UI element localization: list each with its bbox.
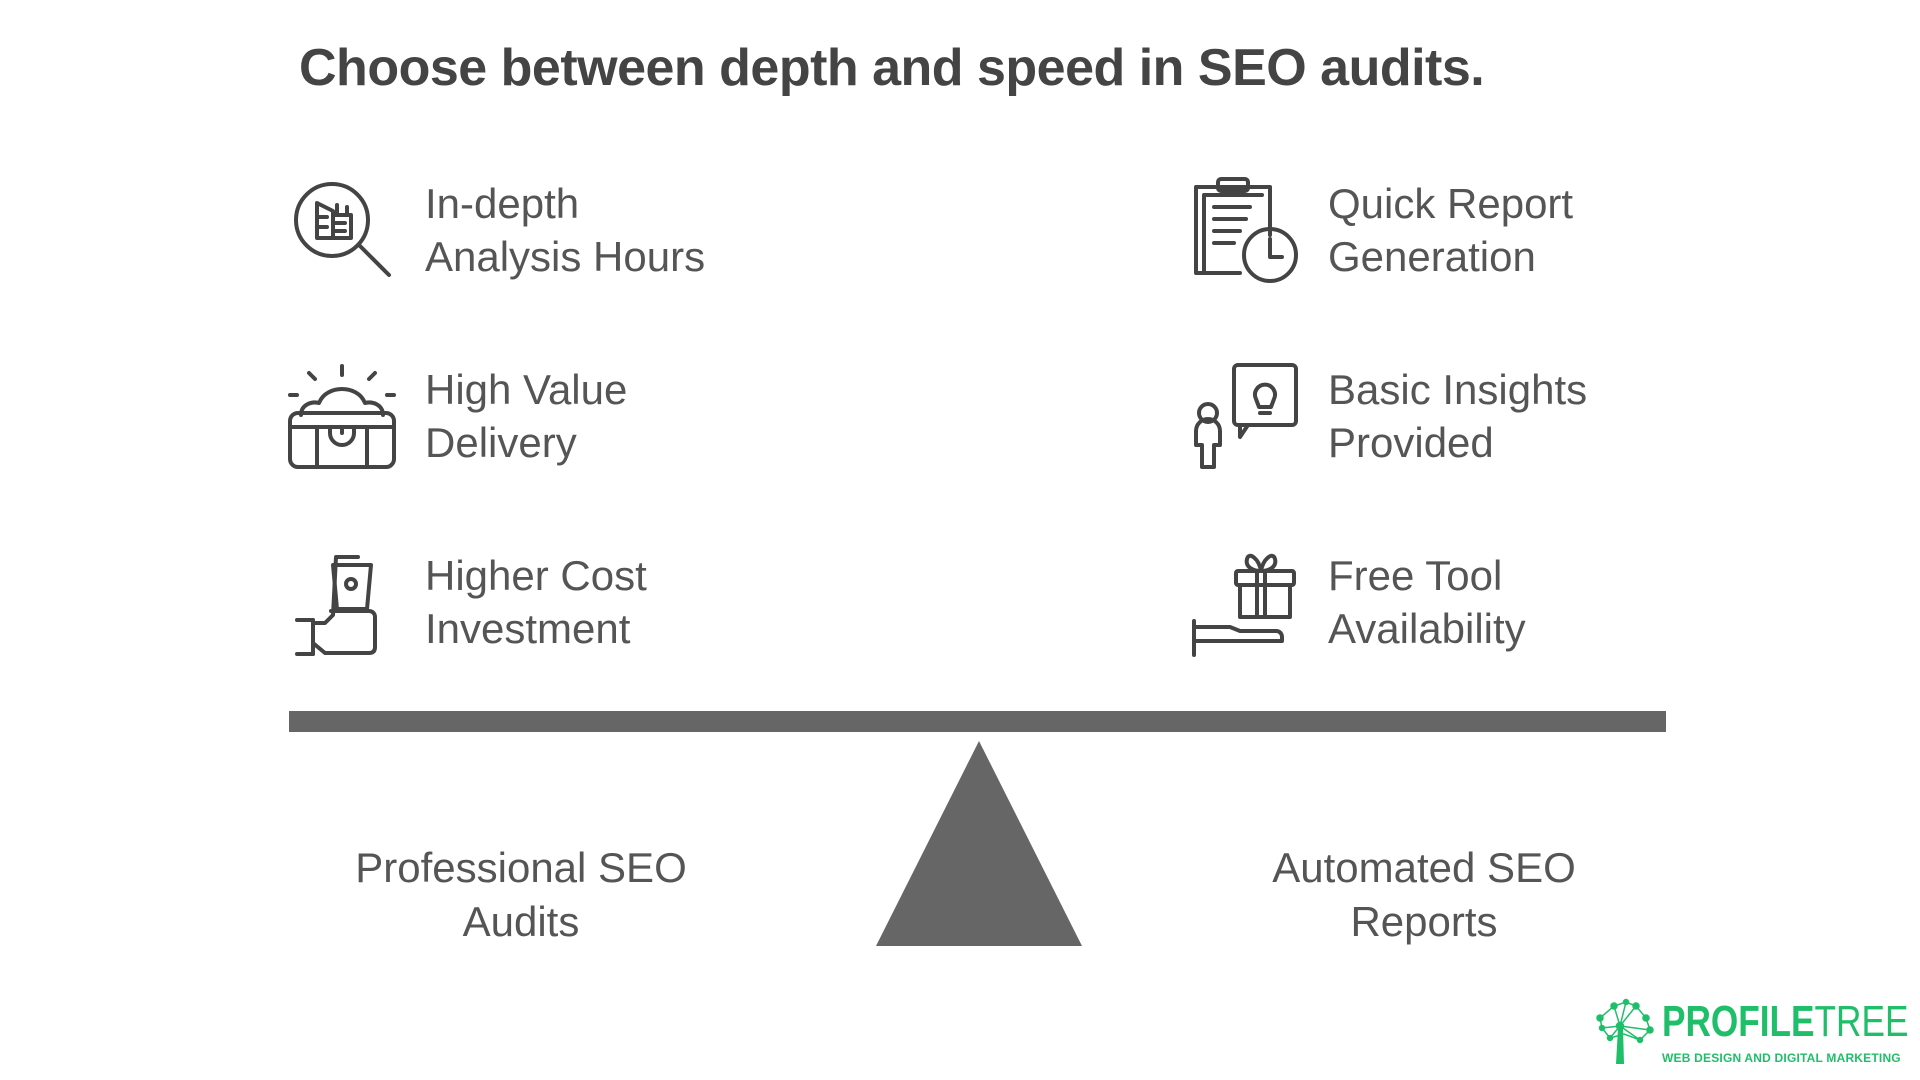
seesaw-beam [289, 711, 1666, 732]
item-line2: Analysis Hours [425, 233, 706, 280]
clipboard-clock-icon [1194, 177, 1298, 283]
magnifier-building-icon [294, 182, 391, 277]
item-line1: Basic Insights [1328, 366, 1588, 413]
hand-money-icon [295, 555, 377, 656]
item-line2: Investment [425, 605, 631, 652]
item-line2: Availability [1328, 605, 1526, 652]
left-label-line2: Audits [462, 898, 580, 945]
treasure-chest-icon [288, 364, 396, 469]
logo-brand: PROFILETREE [1662, 996, 1908, 1048]
hand-gift-icon [1192, 553, 1296, 657]
item-line1: Free Tool [1328, 552, 1503, 599]
right-option-label: Automated SEO Reports [1194, 841, 1654, 949]
item-line1: In-depth [425, 180, 580, 227]
tree-network-icon [1596, 998, 1654, 1064]
logo-tagline: WEB DESIGN AND DIGITAL MARKETING [1662, 1051, 1901, 1065]
item-line1: Quick Report [1328, 180, 1574, 227]
left-label-line1: Professional SEO [355, 844, 687, 891]
logo-brand-bold: PROFILE [1662, 997, 1815, 1046]
right-label-line1: Automated SEO [1272, 844, 1576, 891]
profiletree-logo: PROFILETREE WEB DESIGN AND DIGITAL MARKE… [1594, 996, 1920, 1066]
item-line1: Higher Cost [425, 552, 647, 599]
item-line2: Delivery [425, 419, 577, 466]
right-label-line2: Reports [1350, 898, 1498, 945]
fulcrum-triangle [876, 741, 1082, 946]
person-idea-icon [1194, 363, 1298, 469]
item-line2: Provided [1328, 419, 1494, 466]
item-line2: Generation [1328, 233, 1536, 280]
page-title: Choose between depth and speed in SEO au… [299, 39, 1485, 97]
left-option-label: Professional SEO Audits [291, 841, 751, 949]
logo-brand-thin: TREE [1814, 997, 1909, 1046]
item-line1: High Value [425, 366, 628, 413]
